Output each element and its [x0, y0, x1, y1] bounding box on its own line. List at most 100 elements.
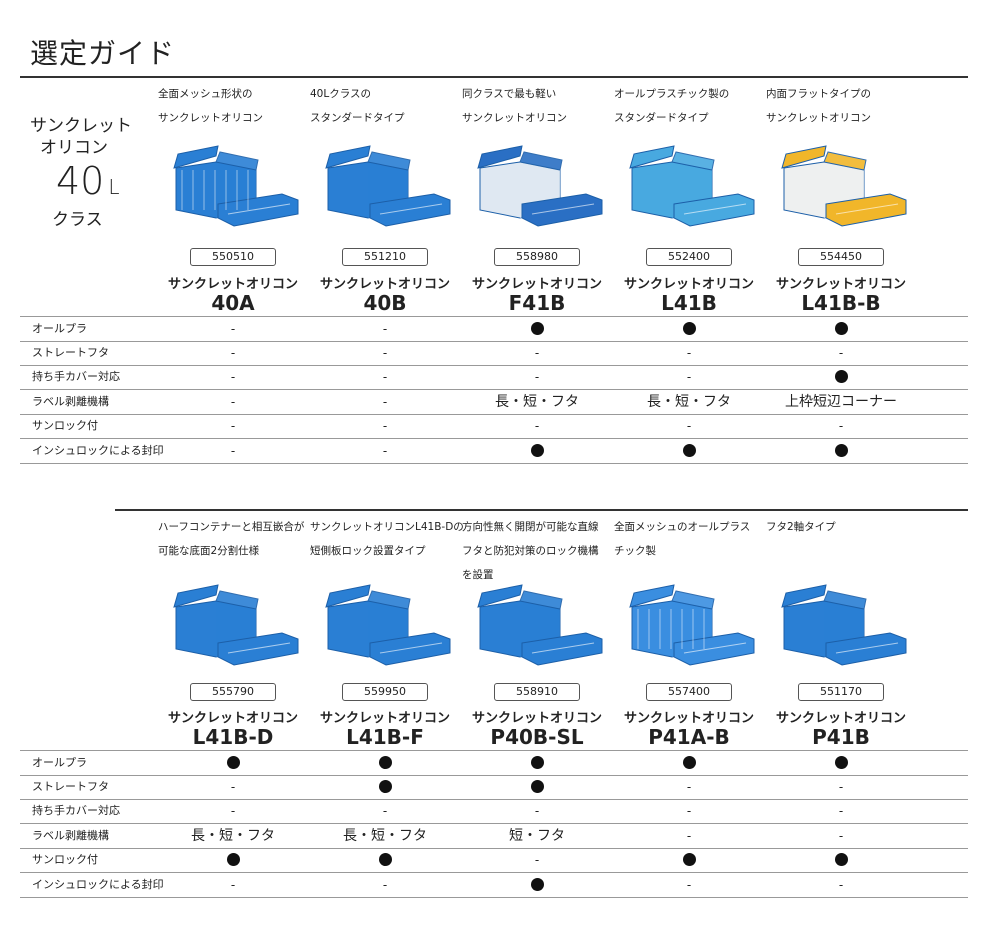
- table-cell: [310, 751, 460, 775]
- capacity-value: 40: [56, 159, 105, 203]
- blue-mesh-container-image: [158, 138, 308, 228]
- product-code: 557400: [646, 683, 732, 701]
- product-code: 554450: [798, 248, 884, 266]
- product-description-line1: サンクレットオリコンL41B-Dの: [310, 521, 464, 533]
- table-cell: -: [382, 804, 388, 818]
- blue-halfsplit-container-image: [158, 577, 308, 667]
- blue-lock-container-image: [310, 577, 460, 667]
- product-model: F41B: [508, 291, 566, 315]
- filled-dot-icon: [226, 853, 240, 866]
- table-cell: -: [686, 419, 692, 433]
- table-cell: 長・短・フタ: [343, 827, 427, 844]
- row-label: 持ち手カバー対応: [32, 804, 120, 817]
- product-description-line1: 内面フラットタイプの: [766, 88, 871, 100]
- product-name: サンクレットオリコン: [623, 277, 754, 292]
- product-code: 550510: [190, 248, 276, 266]
- row-label: インシュロックによる封印: [32, 443, 164, 457]
- product-description-line2: 可能な底面2分割仕様: [158, 545, 260, 557]
- row-label: ストレートフタ: [32, 345, 109, 359]
- product-name: サンクレットオリコン: [471, 277, 602, 292]
- table-cell: -: [686, 370, 692, 384]
- product-description-line1: 40Lクラスの: [310, 88, 372, 100]
- filled-dot-icon: [834, 443, 848, 457]
- table-row: 持ち手カバー対応-----: [20, 799, 968, 824]
- table-cell: -: [534, 853, 540, 867]
- table-row: ストレートフタ-----: [20, 341, 968, 366]
- table-cell: [462, 439, 612, 463]
- filled-dot-icon: [378, 756, 392, 769]
- product-model: P41B: [812, 725, 870, 749]
- table-row: インシュロックによる封印 - -: [20, 439, 968, 464]
- table-cell: -: [838, 877, 844, 892]
- table-cell: -: [230, 394, 236, 409]
- table-cell: [614, 439, 764, 463]
- table-cell: 長・短・フタ: [191, 827, 275, 844]
- table-cell: -: [230, 779, 236, 794]
- filled-dot-icon: [682, 756, 696, 769]
- table-cell: -: [382, 419, 388, 433]
- row-label: ラベル剥離機構: [32, 394, 109, 408]
- product-description-line1: フタ2軸タイプ: [766, 521, 836, 533]
- table-cell: 短・フタ: [509, 827, 565, 844]
- table-row: ラベル剥離機構--長・短・フタ長・短・フタ上枠短辺コーナー: [20, 390, 968, 415]
- product-description-line2: サンクレットオリコン: [766, 112, 871, 124]
- filled-dot-icon: [834, 756, 848, 769]
- table-cell: [614, 317, 764, 341]
- table-cell: -: [230, 419, 236, 433]
- product-model: L41B-F: [346, 725, 424, 749]
- product-name: サンクレットオリコン: [167, 711, 298, 726]
- product-name: サンクレットオリコン: [319, 277, 450, 292]
- product-description-line2: チック製: [614, 545, 656, 557]
- row-label: インシュロックによる封印: [32, 877, 164, 891]
- blue-straight-lid-container-image: [462, 577, 612, 667]
- product-name: サンクレットオリコン: [623, 711, 754, 726]
- table-cell: [614, 751, 764, 775]
- table-row: サンロック付-----: [20, 414, 968, 439]
- table-cell: -: [382, 345, 388, 360]
- table-cell: -: [230, 877, 236, 892]
- product-name: サンクレットオリコン: [167, 277, 298, 292]
- product-model: P40B-SL: [490, 725, 584, 749]
- table-cell: -: [686, 779, 692, 794]
- table-cell: -: [230, 443, 236, 458]
- row-label: サンロック付: [32, 853, 98, 866]
- class-heading-line1: サンクレット: [30, 116, 132, 136]
- table-cell: -: [534, 419, 540, 433]
- table-cell: -: [382, 443, 388, 458]
- table-cell: [310, 848, 460, 872]
- table-cell: -: [534, 345, 540, 360]
- lightblue-container-image: [614, 138, 764, 228]
- table-row: ラベル剥離機構長・短・フタ長・短・フタ短・フタ--: [20, 824, 968, 849]
- class-heading-line4: クラス: [52, 210, 103, 230]
- section-divider: [115, 509, 968, 511]
- filled-dot-icon: [378, 853, 392, 866]
- table-cell: [614, 848, 764, 872]
- row-label: オールプラ: [32, 756, 87, 769]
- filled-dot-icon: [682, 443, 696, 457]
- product-code: 559950: [342, 683, 428, 701]
- top-divider: [20, 76, 968, 78]
- product-code: 558910: [494, 683, 580, 701]
- product-description-line2: サンクレットオリコン: [158, 112, 263, 124]
- filled-dot-icon: [682, 853, 696, 866]
- blue-mesh-plastic-container-image: [614, 577, 764, 667]
- product-code: 551210: [342, 248, 428, 266]
- table-cell: -: [382, 877, 388, 892]
- table-cell: -: [230, 345, 236, 360]
- table-cell: [766, 848, 916, 872]
- table-row: オールプラ--: [20, 316, 968, 342]
- table-cell: [158, 751, 308, 775]
- product-name: サンクレットオリコン: [775, 277, 906, 292]
- product-description-line2: スタンダードタイプ: [310, 112, 405, 124]
- table-row: インシュロックによる封印----: [20, 873, 968, 898]
- product-description-line2: フタと防犯対策のロック機構: [462, 545, 599, 557]
- class-heading-line2: オリコン: [40, 138, 108, 158]
- table-cell: -: [230, 322, 236, 336]
- row-label: ラベル剥離機構: [32, 828, 109, 842]
- filled-dot-icon: [834, 322, 848, 335]
- product-model: 40B: [363, 291, 407, 315]
- blue-standard-container-image: [310, 138, 460, 228]
- product-model: L41B-D: [192, 725, 274, 749]
